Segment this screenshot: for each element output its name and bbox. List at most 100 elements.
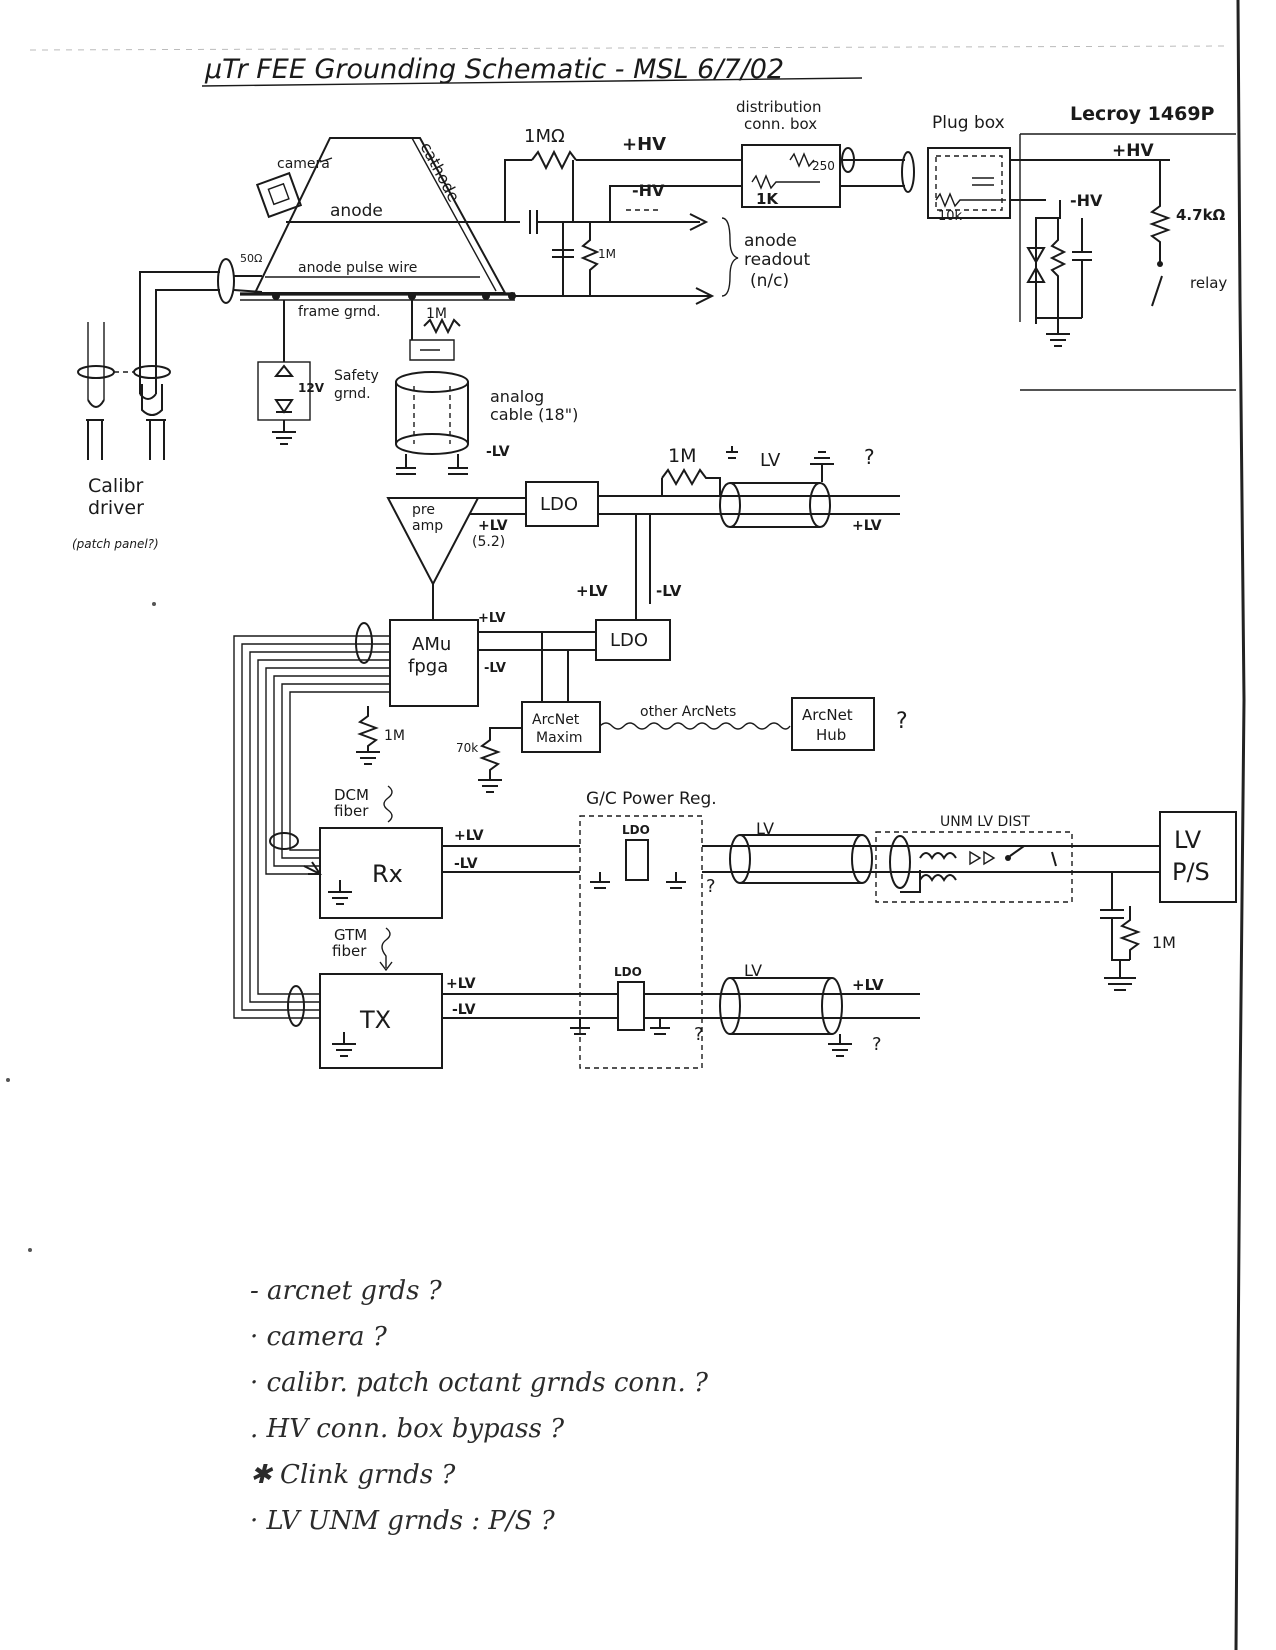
r-1m-top-label: 1MΩ: [524, 126, 565, 147]
note-item: . HV conn. box bypass ?: [250, 1414, 565, 1444]
lecroy-bottom-bus: [1036, 317, 1082, 334]
r-4k7-label: 4.7kΩ: [1176, 206, 1226, 224]
lecroy-diode-stack: [1026, 236, 1046, 324]
relay-label: relay: [1190, 274, 1227, 292]
safety-diode-1: [273, 364, 295, 377]
gc-power-reg-label: G/C Power Reg.: [586, 789, 717, 809]
title-underline: [201, 77, 863, 87]
safety-grnd-label-2: grnd.: [334, 386, 371, 402]
minus-lv-label-3: -LV: [484, 661, 506, 676]
plug-box: [927, 147, 1011, 219]
ldo-1-box: [525, 481, 599, 527]
lv-2-shield-body: [740, 834, 862, 884]
calibr-left-plug: [87, 399, 105, 408]
calibr-right-connector: [146, 419, 166, 460]
plug-box-label: Plug box: [932, 113, 1005, 133]
other-arcnets-label: other ArcNets: [640, 704, 736, 720]
plus-hv-label-2: +HV: [1112, 141, 1154, 161]
r-1m-top: [531, 149, 577, 171]
calibr-cable-outer: [139, 271, 220, 394]
page-edge-top: [29, 45, 1231, 51]
tx-bundle-shield: [287, 985, 305, 1027]
filter-ground-link: [562, 290, 591, 296]
rx-ground: [328, 880, 352, 905]
lecroy-minushv-wire: [1035, 200, 1061, 324]
q-5-label: ?: [872, 1034, 882, 1055]
lecroy-cap: [1072, 218, 1092, 318]
ldo-4-label: LDO: [614, 965, 642, 979]
amu-bundle-6: [273, 675, 390, 867]
plus-lv-52-label-1: +LV: [478, 518, 508, 534]
amu-bundle-3: [249, 651, 390, 1003]
unm-switch-node: [1005, 855, 1011, 861]
frame-ground-right-arrow: [695, 287, 715, 305]
minus-lv-label-1: -LV: [486, 444, 510, 460]
cathode-strip: [411, 137, 497, 292]
ldo-1-label: LDO: [540, 494, 578, 515]
amu-1m-ground: [356, 751, 380, 765]
amu-box: [389, 619, 479, 707]
lv-ps-label-1: LV: [1174, 826, 1202, 854]
r-1m-frame-label: 1M: [426, 306, 447, 322]
analog-cable-shield-bottom: [395, 433, 469, 455]
calibr-shield-left: [77, 365, 115, 379]
r-250: [789, 152, 815, 168]
relay-node: [1157, 261, 1163, 267]
unm-shield: [889, 835, 911, 889]
plus-lv-label-3: +LV: [478, 611, 505, 626]
plug-box-inner-dash: [935, 155, 1003, 211]
q-1-label: ?: [864, 445, 875, 469]
minus-hv-label-2: -HV: [1070, 191, 1103, 210]
analog-cable-label-2: cable (18"): [490, 405, 578, 424]
r-1k: [751, 174, 820, 190]
dcm-fiber-wavy: [383, 785, 393, 823]
r-1m-anode-label: 1M: [598, 247, 616, 261]
lv-3-shield-2: [821, 977, 843, 1035]
lv-1-ground-2: [810, 451, 834, 482]
anode-readout-label-1: anode: [744, 231, 797, 251]
preamp-label-1: pre: [412, 502, 435, 518]
lv-1-label: LV: [760, 450, 781, 471]
safety-grnd-label-1: Safety: [334, 368, 379, 384]
lv-2-shield-2: [851, 834, 873, 884]
plus-lv-52-label-2: (5.2): [472, 534, 505, 550]
tx-ground: [332, 1032, 356, 1057]
camera-icon: [255, 171, 303, 219]
r-10k: [935, 192, 1006, 208]
unm-diodes: [969, 850, 996, 866]
lv-3-shield-1: [719, 977, 741, 1035]
note-item: · calibr. patch octant grnds conn. ?: [250, 1368, 708, 1398]
dcm-fiber-label-2: fiber: [334, 802, 369, 820]
amu-label-2: fpga: [408, 656, 448, 677]
frame-grnd-label: frame grnd.: [298, 304, 381, 320]
arcnet-maxim-label-1: ArcNet: [532, 712, 580, 728]
unm-lv-dist-box: [875, 831, 1073, 903]
v-12-label: 12V: [298, 381, 325, 395]
r-250-label: 250: [812, 159, 835, 173]
r-70k-label: 70k: [456, 741, 478, 755]
q-2-label: ?: [896, 709, 908, 734]
ldo-3-ground-right: [666, 872, 686, 889]
plus-lv-label-2: +LV: [576, 582, 608, 600]
analog-cable-label-1: analog: [490, 387, 544, 406]
lv-1-shield-2: [809, 482, 831, 528]
distribution-box-label-2: conn. box: [744, 115, 817, 133]
lecroy-ground-symbol: [1046, 333, 1070, 347]
lecroy-label: Lecroy 1469P: [1070, 103, 1215, 125]
lv-3-ground: [828, 1034, 852, 1057]
anode-readout-label-3: (n/c): [750, 271, 789, 291]
minus-hv-label-1: -HV: [632, 181, 665, 200]
arcnet-70k-ground: [478, 779, 502, 793]
analog-cable-shield-top: [395, 371, 469, 393]
arcnet-maxim-box: [521, 701, 601, 753]
amu-bundle-8: [289, 691, 390, 851]
lecroy-resistor: [1049, 218, 1067, 318]
r-1m-lv: [661, 467, 721, 496]
ldo-3-label: LDO: [622, 823, 650, 837]
dcm-fiber-label-1: DCM: [334, 786, 369, 804]
handwritten-notes: - arcnet grds ? · camera ? · calibr. pat…: [250, 1268, 950, 1544]
anode-pulse-wire-label: anode pulse wire: [298, 260, 417, 276]
gtm-fiber-label-2: fiber: [332, 942, 367, 960]
